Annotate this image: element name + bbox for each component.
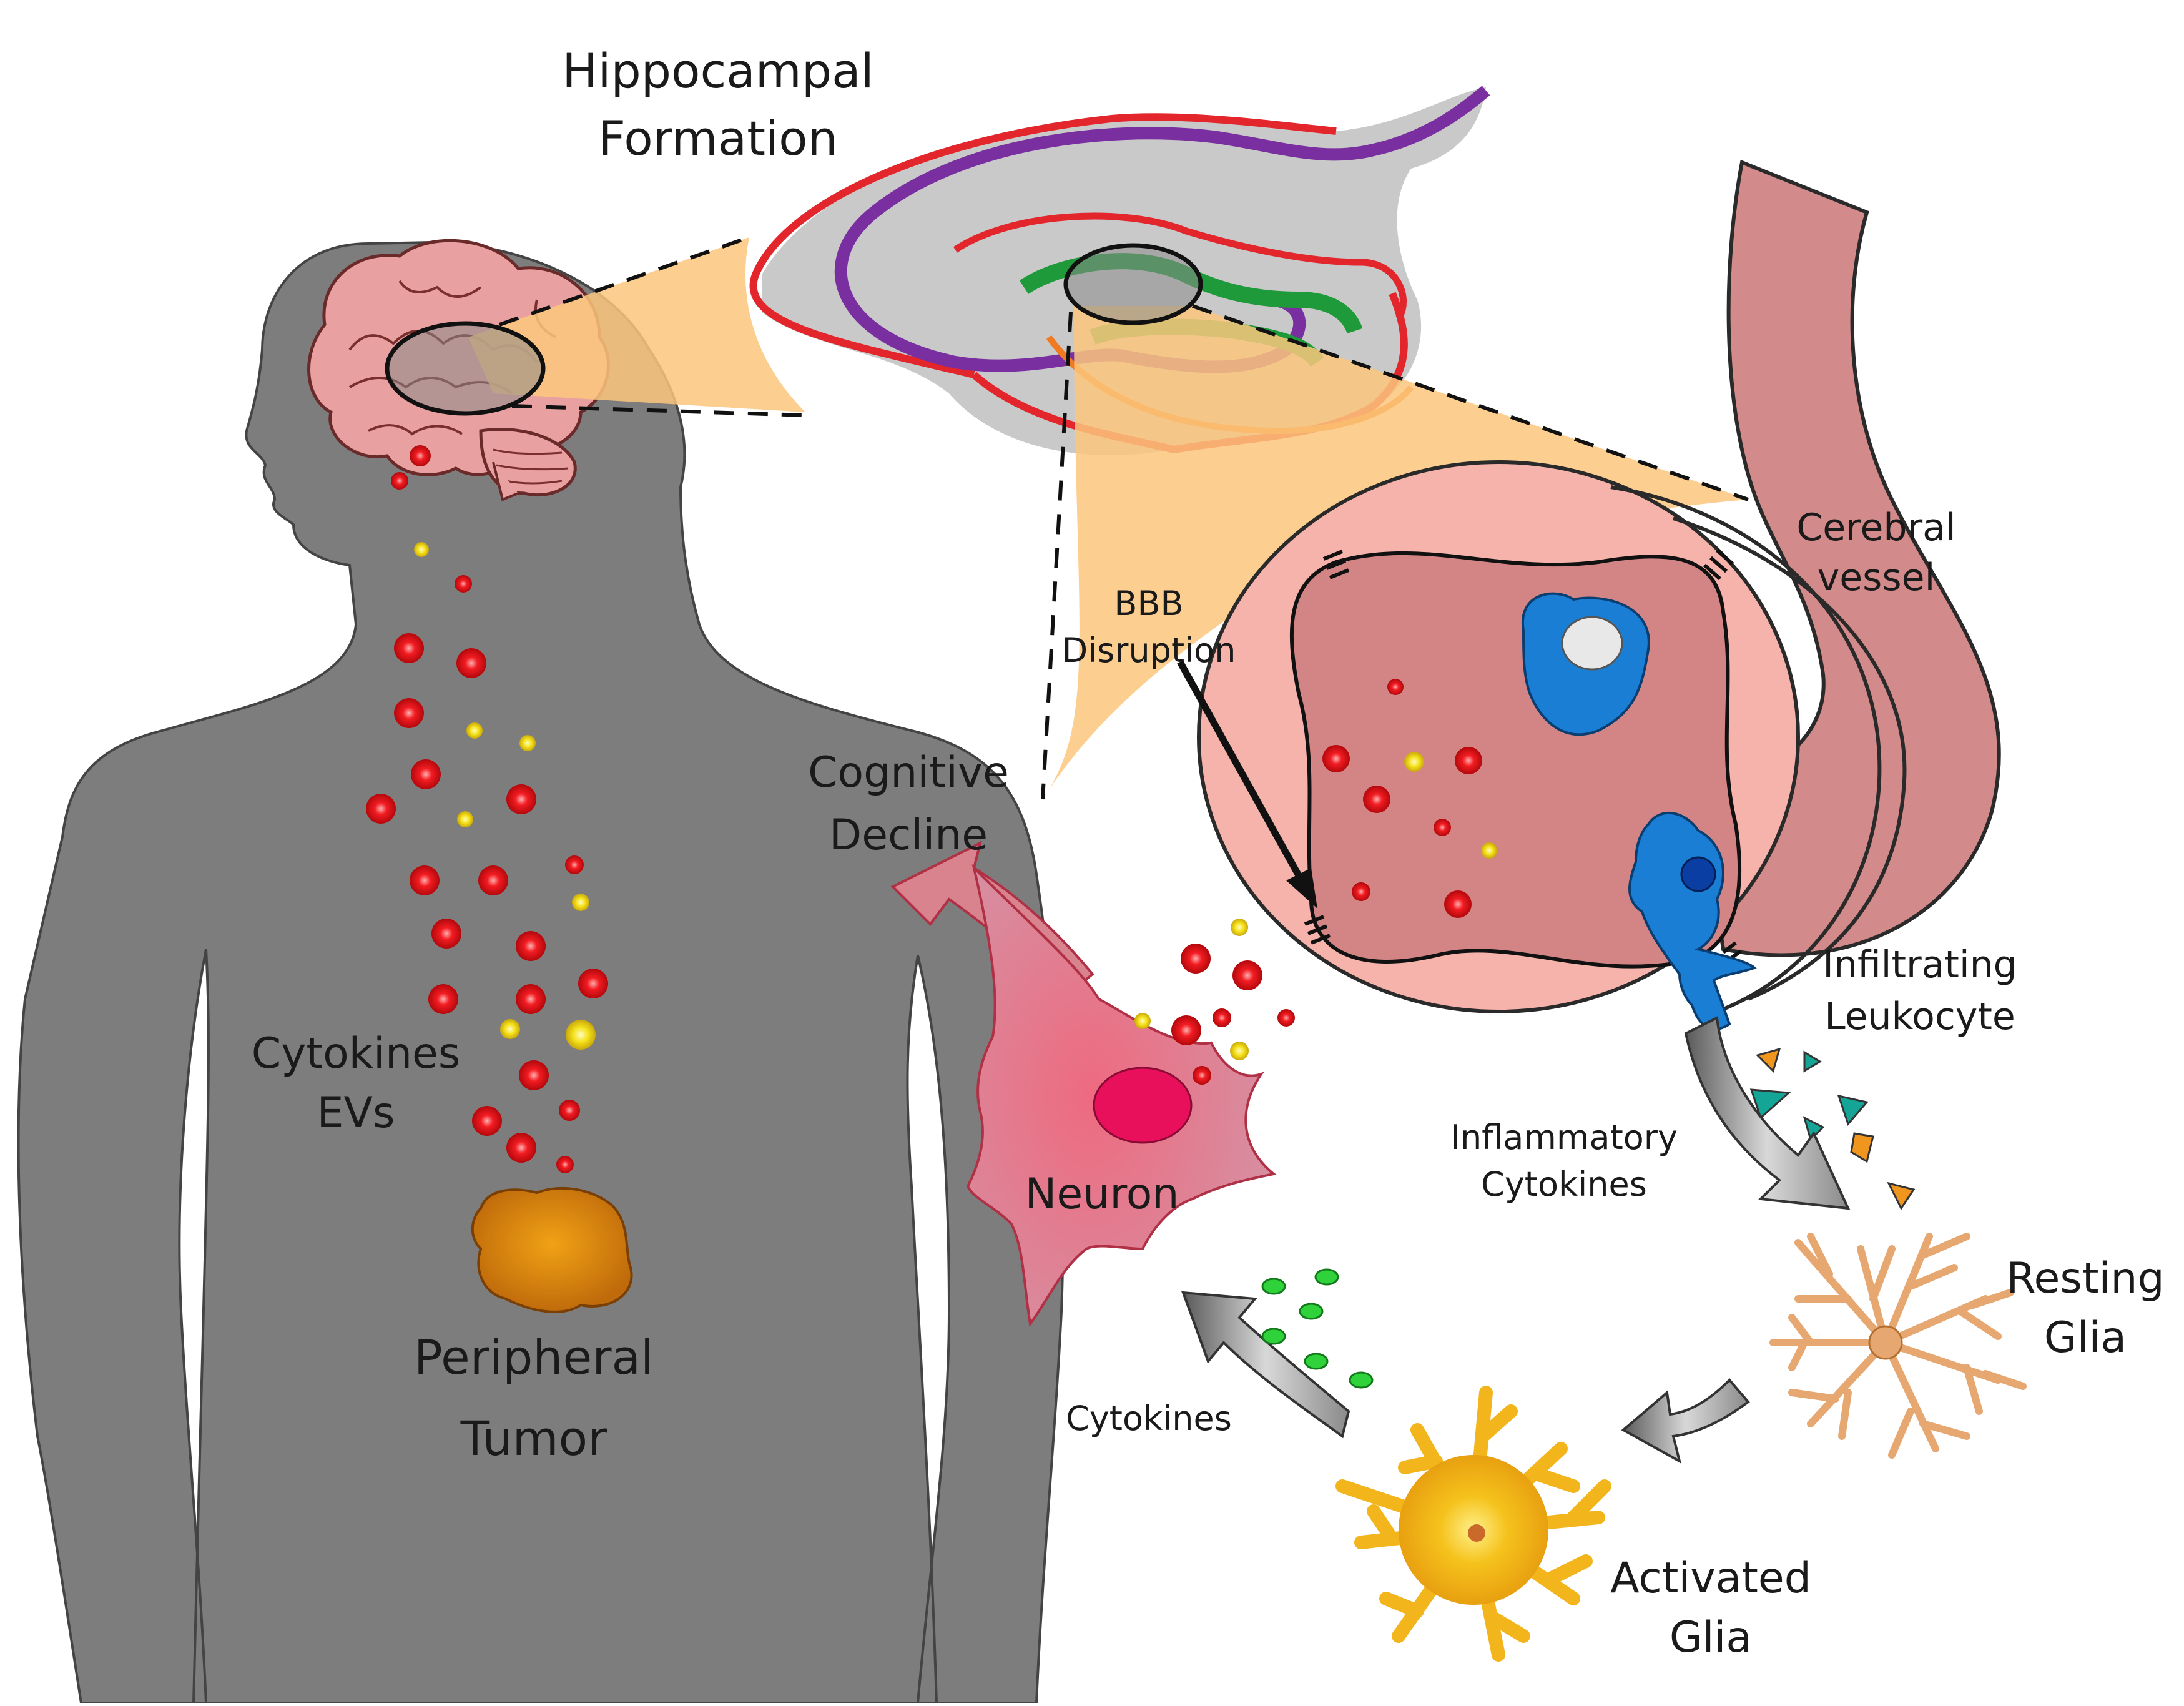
arrow-activated-to-neuron — [1181, 1291, 1350, 1439]
activated-glia-icon — [1335, 1386, 1611, 1662]
body-particles — [366, 445, 608, 1173]
label-cerebral-line1: Cerebral — [1796, 506, 1955, 550]
label-cerebral-line2: vessel — [1818, 556, 1936, 599]
leukocyte-icon — [1628, 812, 1757, 1031]
label-tumor-line1: Peripheral — [414, 1329, 654, 1385]
label-bbb-line1: BBB — [1114, 584, 1183, 623]
inflammatory-cytokine-shapes — [1749, 1047, 1916, 1210]
label-cytokines-body-line2: EVs — [317, 1088, 395, 1138]
resting-glia-icon — [1769, 1233, 2027, 1459]
zoom-cone-brain — [468, 237, 805, 412]
label-infiltrating-line2: Leukocyte — [1824, 995, 2015, 1038]
vessel-particles — [1322, 679, 1497, 918]
label-inflammatory-line1: Inflammatory — [1450, 1118, 1678, 1157]
label-hippocampal-line1: Hippocampal — [562, 43, 874, 99]
label-cognitive-line2: Decline — [829, 811, 988, 860]
label-cytokines-body-line1: Cytokines — [252, 1029, 461, 1078]
hippocampus-region-circle — [1063, 243, 1203, 325]
label-bbb-line2: Disruption — [1062, 631, 1236, 670]
label-hippocampal-line2: Formation — [598, 111, 838, 166]
label-tumor-line2: Tumor — [460, 1411, 608, 1466]
green-ev-particles — [1261, 1268, 1374, 1389]
label-activated-line1: Activated — [1610, 1554, 1811, 1603]
label-inflammatory-line2: Cytokines — [1481, 1165, 1647, 1204]
tumor-icon — [471, 1186, 633, 1313]
label-resting-line2: Glia — [2044, 1313, 2127, 1363]
label-neuron: Neuron — [1025, 1170, 1179, 1219]
human-silhouette-icon — [17, 240, 1065, 1704]
label-activated-line2: Glia — [1670, 1613, 1752, 1662]
neuron-particles — [1134, 919, 1295, 1085]
arrow-leukocyte-to-glia — [1684, 1015, 1851, 1210]
label-cognitive-line1: Cognitive — [808, 748, 1009, 797]
brain-region-circle — [385, 321, 546, 416]
label-resting-line1: Resting — [2006, 1254, 2164, 1303]
labels-layer: Hippocampal Formation Cerebral vessel BB… — [252, 43, 2165, 1662]
label-cytokines-glia: Cytokines — [1066, 1399, 1232, 1438]
bbb-arrow — [1177, 660, 1308, 889]
label-infiltrating-line1: Infiltrating — [1822, 943, 2017, 987]
arrow-resting-to-activated — [1621, 1378, 1750, 1464]
